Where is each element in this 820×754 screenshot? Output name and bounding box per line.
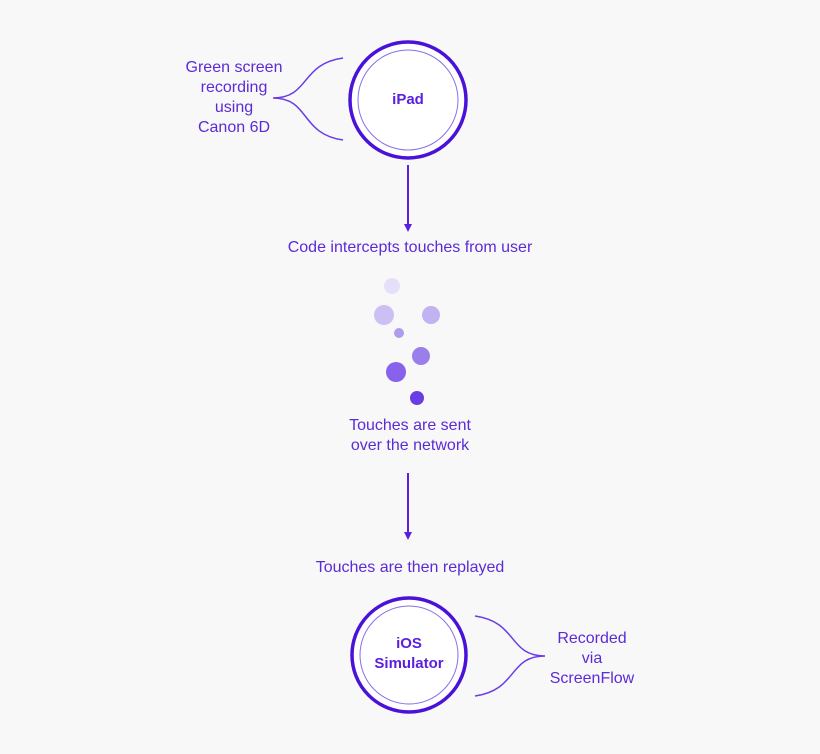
touch-dot [394,328,404,338]
intercept-step-label: Code intercepts touches from user [287,239,533,256]
ipad-node-inner-ring [357,49,459,151]
recorded-via-note: Recorded via ScreenFlow [549,630,635,687]
simulator-node [350,596,468,714]
arrow-ipad-to-intercept [404,165,412,232]
touch-dot [374,305,394,325]
touch-dot [410,391,424,405]
simulator-label: iOS Simulator [374,635,444,672]
touch-dots [374,278,440,405]
touch-dot [386,362,406,382]
simulator-node-outer-ring [350,596,468,714]
touch-dot [384,278,400,294]
arrow-sent-to-replayed [404,473,412,540]
touch-dot [412,347,430,365]
sent-step-label: Touches are sent over the network [349,417,471,454]
ipad-node [348,40,468,160]
touch-dot [422,306,440,324]
ipad-node-outer-ring [348,40,468,160]
replayed-step-label: Touches are then replayed [315,559,505,576]
recorded-via-brace [474,615,546,697]
green-screen-brace [272,57,344,141]
green-screen-note: Green screen recording using Canon 6D [185,59,283,136]
ipad-label: iPad [392,91,424,108]
simulator-node-inner-ring [359,605,459,705]
